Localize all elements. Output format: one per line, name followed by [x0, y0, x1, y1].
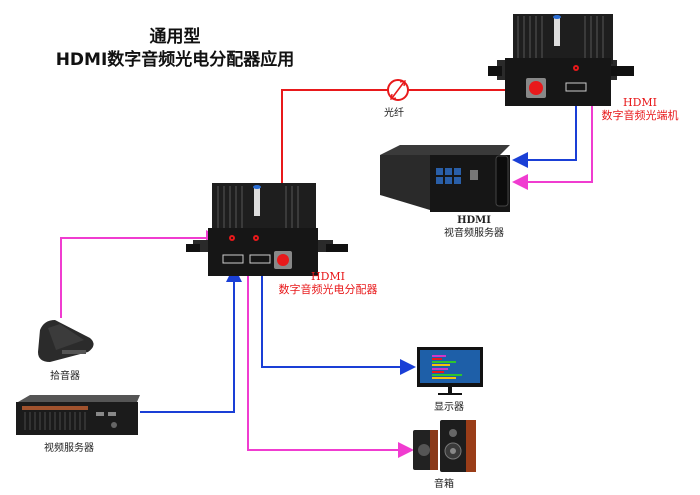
optical-receiver-device	[488, 14, 634, 106]
monitor-device	[417, 347, 483, 395]
hdmi-cable-receiver-to-server	[512, 95, 577, 168]
av-server-label-line1: HDMI	[457, 215, 491, 226]
speakers-label: 音箱	[434, 479, 454, 490]
av-server-label: HDMI 视音频服务器	[436, 214, 512, 240]
speakers-device	[413, 420, 476, 472]
receiver-label: HDMI 数字音频光端机	[592, 96, 688, 122]
microphone-device	[38, 320, 94, 362]
monitor-label: 显示器	[434, 402, 464, 413]
receiver-label-line2: 数字音频光端机	[601, 109, 679, 122]
optical-splitter-device	[186, 183, 348, 276]
splitter-label: HDMI 数字音频光电分配器	[272, 270, 384, 296]
splitter-label-line1: HDMI	[310, 270, 346, 283]
diagram-title-line2: HDMI数字音频光电分配器应用	[55, 50, 295, 70]
video-server-label: 视频服务器	[44, 443, 94, 454]
av-server-device	[380, 145, 510, 212]
video-server-device	[16, 395, 140, 435]
fiber-link-icon	[387, 79, 409, 101]
splitter-label-line2: 数字音频光电分配器	[278, 283, 378, 296]
hdmi-cable-splitter-to-monitor	[261, 268, 416, 375]
receiver-label-line1: HDMI	[622, 96, 658, 109]
microphone-label: 拾音器	[50, 371, 80, 382]
av-server-label-line2: 视音频服务器	[444, 228, 504, 239]
fiber-label: 光纤	[384, 108, 404, 119]
audio-cable-mic-to-splitter	[60, 230, 222, 318]
diagram-title-line1: 通用型	[149, 27, 201, 47]
hdmi-cable-videoserver-to-splitter	[140, 266, 242, 413]
